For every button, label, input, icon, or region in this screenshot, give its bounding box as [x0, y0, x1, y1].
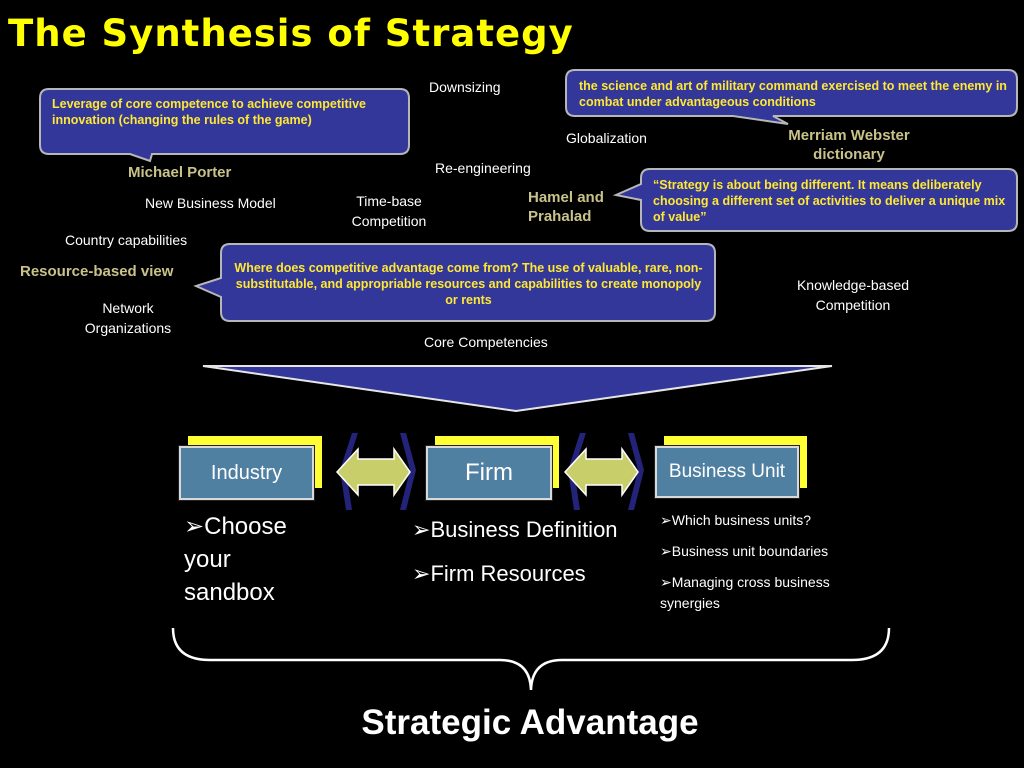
bullet-arrow-icon: ➢ — [660, 574, 672, 590]
source-porter: Michael Porter — [128, 164, 232, 181]
callout-porter-bubble — [39, 88, 410, 163]
callout-merriam-bubble — [565, 69, 1018, 125]
business-unit-bullet-item: ➢Managing cross business synergies — [660, 572, 875, 614]
firm-box: Firm — [426, 446, 552, 500]
callout-hamel-text: “Strategy is about being different. It m… — [653, 178, 1006, 224]
callout-hamel-bubble — [612, 168, 1018, 232]
firm-bullet-1: Firm Resources — [430, 561, 586, 586]
strategic-advantage-heading: Strategic Advantage — [361, 703, 699, 742]
callout-resource-text: Where does competitive advantage come fr… — [234, 261, 703, 307]
concept-country-capabilities: Country capabilities — [65, 232, 188, 248]
industry-bullet-list: ➢Choose your sandbox — [184, 510, 314, 609]
bullet-arrow-icon: ➢ — [184, 513, 205, 540]
business-unit-bullet-0: Which business units? — [671, 512, 812, 528]
business-unit-box: Business Unit — [655, 446, 799, 498]
firm-bullet-0: Business Definition — [430, 517, 618, 542]
concept-network-organizations: Network Organizations — [84, 300, 172, 336]
firm-bullet-item: ➢Firm Resources — [412, 559, 622, 589]
curly-brace — [171, 627, 891, 691]
business-unit-bullet-list: ➢Which business units? ➢Business unit bo… — [660, 510, 875, 614]
callout-merriam-text: the science and art of military command … — [579, 79, 1007, 109]
double-arrow-industry-firm — [335, 433, 416, 510]
concept-knowledge-based-competition: Knowledge-based Competition — [796, 277, 910, 313]
bullet-arrow-icon: ➢ — [660, 512, 672, 528]
concept-globalization: Globalization — [566, 130, 647, 146]
page-title: The Synthesis of Strategy — [8, 12, 574, 55]
source-hamel: Hamel and Prahalad — [528, 189, 604, 225]
callout-porter-text: Leverage of core competence to achieve c… — [52, 97, 367, 127]
double-arrow-firm-business-unit — [563, 433, 644, 510]
concept-new-business-model: New Business Model — [145, 195, 276, 211]
business-unit-bullet-item: ➢Business unit boundaries — [660, 541, 875, 562]
business-unit-bullet-1: Business unit boundaries — [671, 543, 829, 559]
business-unit-bullet-2: Managing cross business synergies — [660, 574, 830, 611]
firm-bullet-item: ➢Business Definition — [412, 515, 622, 545]
concept-time-base-competition: Time-base Competition — [351, 193, 427, 229]
funnel-triangle — [202, 365, 833, 413]
concept-downsizing: Downsizing — [429, 79, 501, 95]
concept-core-competencies: Core Competencies — [424, 334, 548, 350]
bullet-arrow-icon: ➢ — [412, 561, 431, 586]
bullet-arrow-icon: ➢ — [412, 517, 431, 542]
business-unit-bullet-item: ➢Which business units? — [660, 510, 875, 531]
firm-bullet-list: ➢Business Definition ➢Firm Resources — [412, 515, 622, 589]
concept-reengineering: Re-engineering — [435, 160, 531, 176]
bullet-arrow-icon: ➢ — [660, 543, 672, 559]
source-resource: Resource-based view — [20, 263, 174, 280]
callout-resource-bubble — [193, 243, 716, 322]
industry-box: Industry — [179, 446, 314, 500]
industry-bullet-0: Choose your sandbox — [184, 513, 287, 606]
source-merriam: Merriam Webster dictionary — [788, 127, 910, 163]
